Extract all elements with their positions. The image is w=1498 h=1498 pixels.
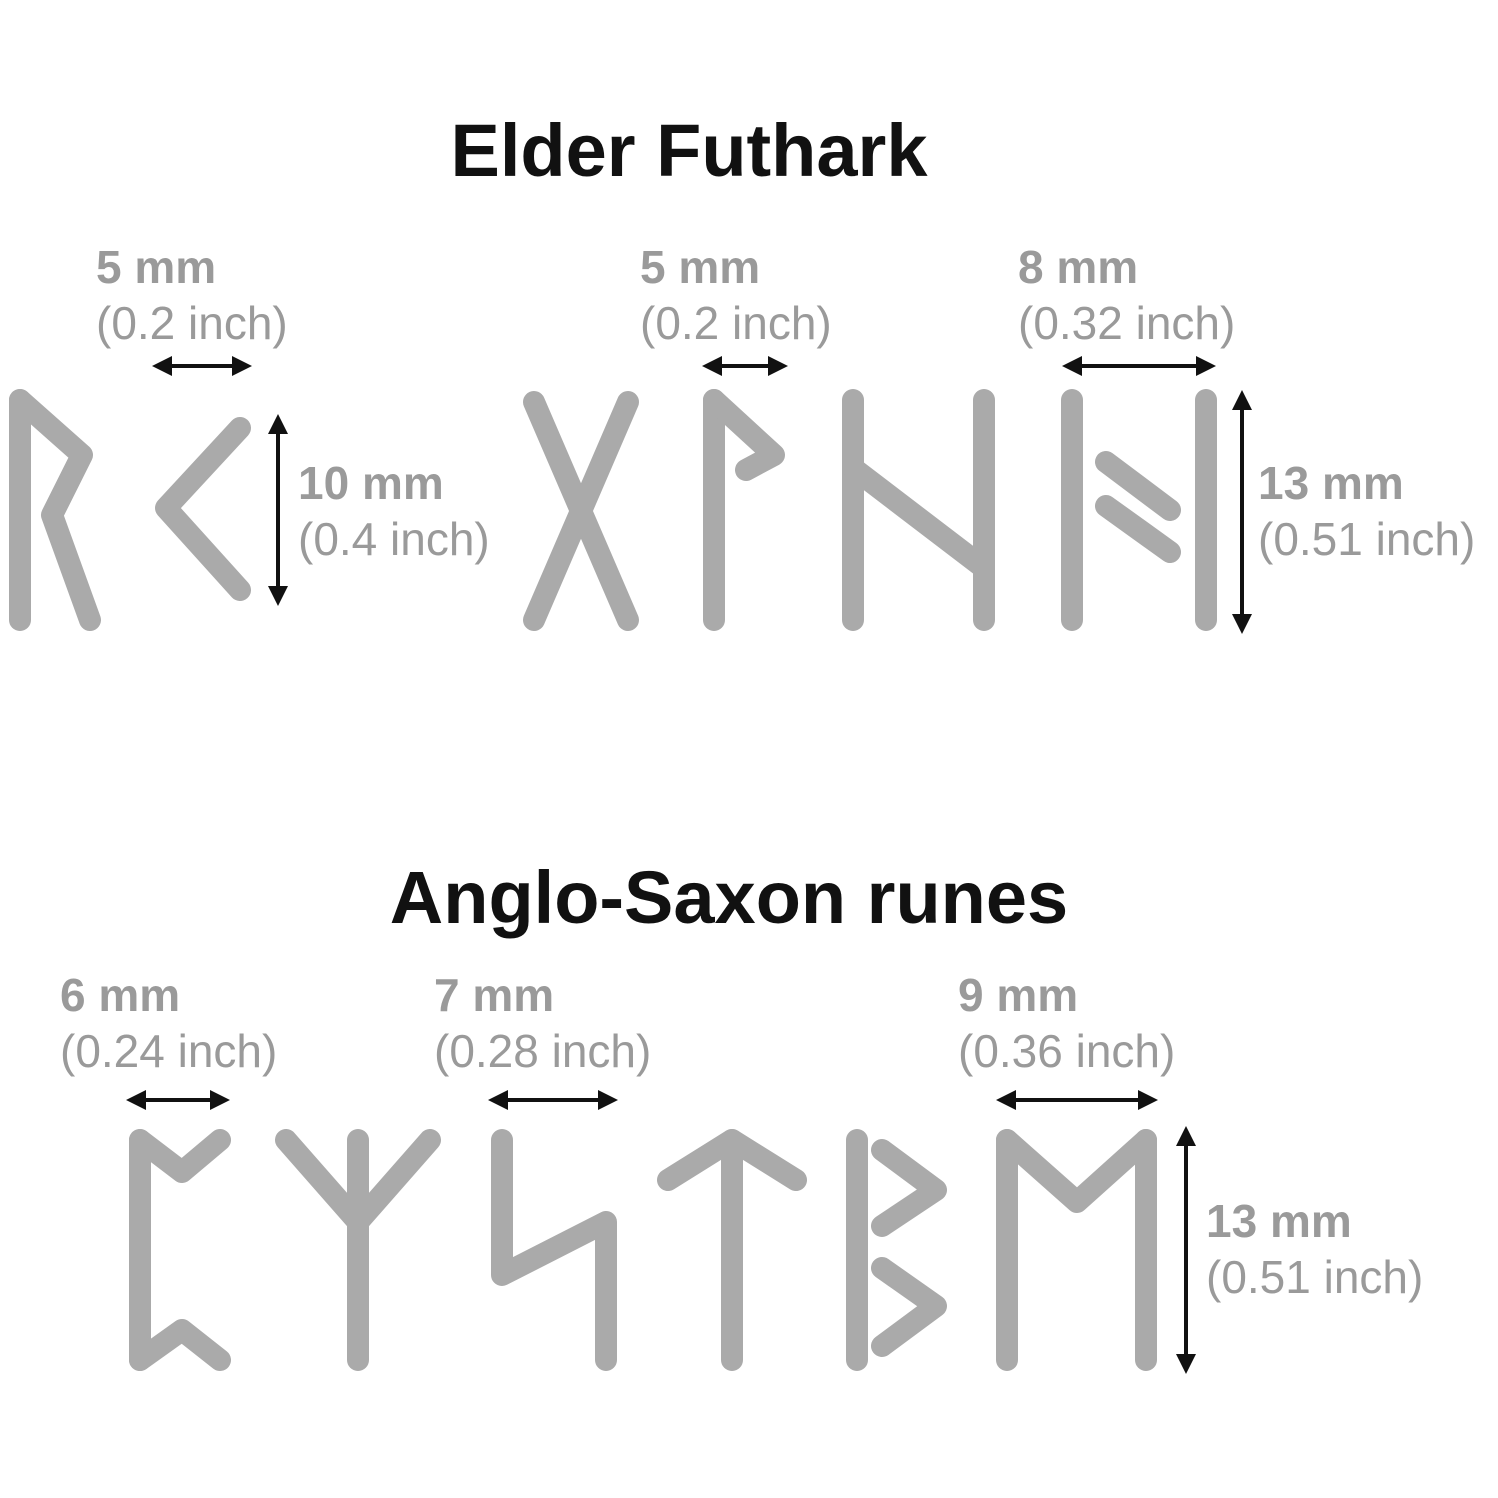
elder-height-arrow-2 bbox=[1232, 390, 1252, 634]
dimension-mm: 5 mm bbox=[640, 241, 761, 293]
anglo-width-label-2: 7 mm (0.28 inch) bbox=[434, 972, 651, 1074]
dimension-inch: (0.2 inch) bbox=[640, 297, 832, 349]
elder-futhark-title: Elder Futhark bbox=[450, 109, 928, 192]
dimension-inch: (0.36 inch) bbox=[958, 1025, 1176, 1077]
dimension-inch: (0.24 inch) bbox=[60, 1025, 278, 1077]
anglo-width-arrow-3 bbox=[996, 1090, 1158, 1110]
dimension-mm: 7 mm bbox=[434, 969, 555, 1021]
anglo-height-arrow bbox=[1176, 1126, 1196, 1374]
sigel-rune bbox=[491, 1129, 617, 1371]
dimension-inch: (0.51 inch) bbox=[1258, 513, 1476, 565]
anglo-width-label-3: 9 mm (0.36 inch) bbox=[958, 972, 1175, 1074]
dimension-inch: (0.51 inch) bbox=[1206, 1251, 1424, 1303]
elder-height-arrow-1 bbox=[268, 414, 288, 606]
anglo-width-label-1: 6 mm (0.24 inch) bbox=[60, 972, 277, 1074]
elder-width-label-1: 5 mm (0.2 inch) bbox=[96, 244, 288, 346]
gebo-rune bbox=[523, 391, 639, 631]
peorth-rune bbox=[129, 1129, 231, 1371]
eoh-rune bbox=[996, 1129, 1157, 1371]
anglo-width-arrow-2 bbox=[488, 1090, 618, 1110]
anglo-saxon-title: Anglo-Saxon runes bbox=[389, 856, 1069, 939]
dimension-mm: 13 mm bbox=[1258, 457, 1404, 509]
elder-width-arrow-2 bbox=[702, 356, 788, 376]
elder-width-label-2: 5 mm (0.2 inch) bbox=[640, 244, 832, 346]
dimension-inch: (0.32 inch) bbox=[1018, 297, 1236, 349]
elder-height-label-1: 10 mm (0.4 inch) bbox=[298, 460, 490, 562]
dimension-inch: (0.4 inch) bbox=[298, 513, 490, 565]
dimension-mm: 13 mm bbox=[1206, 1195, 1352, 1247]
dimension-mm: 8 mm bbox=[1018, 241, 1139, 293]
hagalaz-rune bbox=[842, 389, 995, 631]
dimension-mm: 6 mm bbox=[60, 969, 181, 1021]
hagalaz-variant-rune bbox=[1061, 389, 1217, 631]
dimension-mm: 9 mm bbox=[958, 969, 1079, 1021]
elder-height-label-2: 13 mm (0.51 inch) bbox=[1258, 460, 1475, 562]
raido-rune bbox=[9, 389, 101, 631]
eolh-rune bbox=[275, 1129, 441, 1371]
anglo-height-label: 13 mm (0.51 inch) bbox=[1206, 1198, 1423, 1300]
dimension-inch: (0.2 inch) bbox=[96, 297, 288, 349]
elder-width-arrow-1 bbox=[152, 356, 252, 376]
wunjo-rune bbox=[703, 389, 785, 631]
elder-width-label-3: 8 mm (0.32 inch) bbox=[1018, 244, 1235, 346]
dimension-mm: 5 mm bbox=[96, 241, 217, 293]
beorc-rune bbox=[846, 1129, 947, 1371]
anglo-width-arrow-1 bbox=[126, 1090, 230, 1110]
dimension-mm: 10 mm bbox=[298, 457, 444, 509]
dimension-inch: (0.28 inch) bbox=[434, 1025, 652, 1077]
tiw-rune bbox=[657, 1129, 807, 1371]
elder-width-arrow-3 bbox=[1062, 356, 1216, 376]
kaunan-rune bbox=[155, 417, 251, 601]
